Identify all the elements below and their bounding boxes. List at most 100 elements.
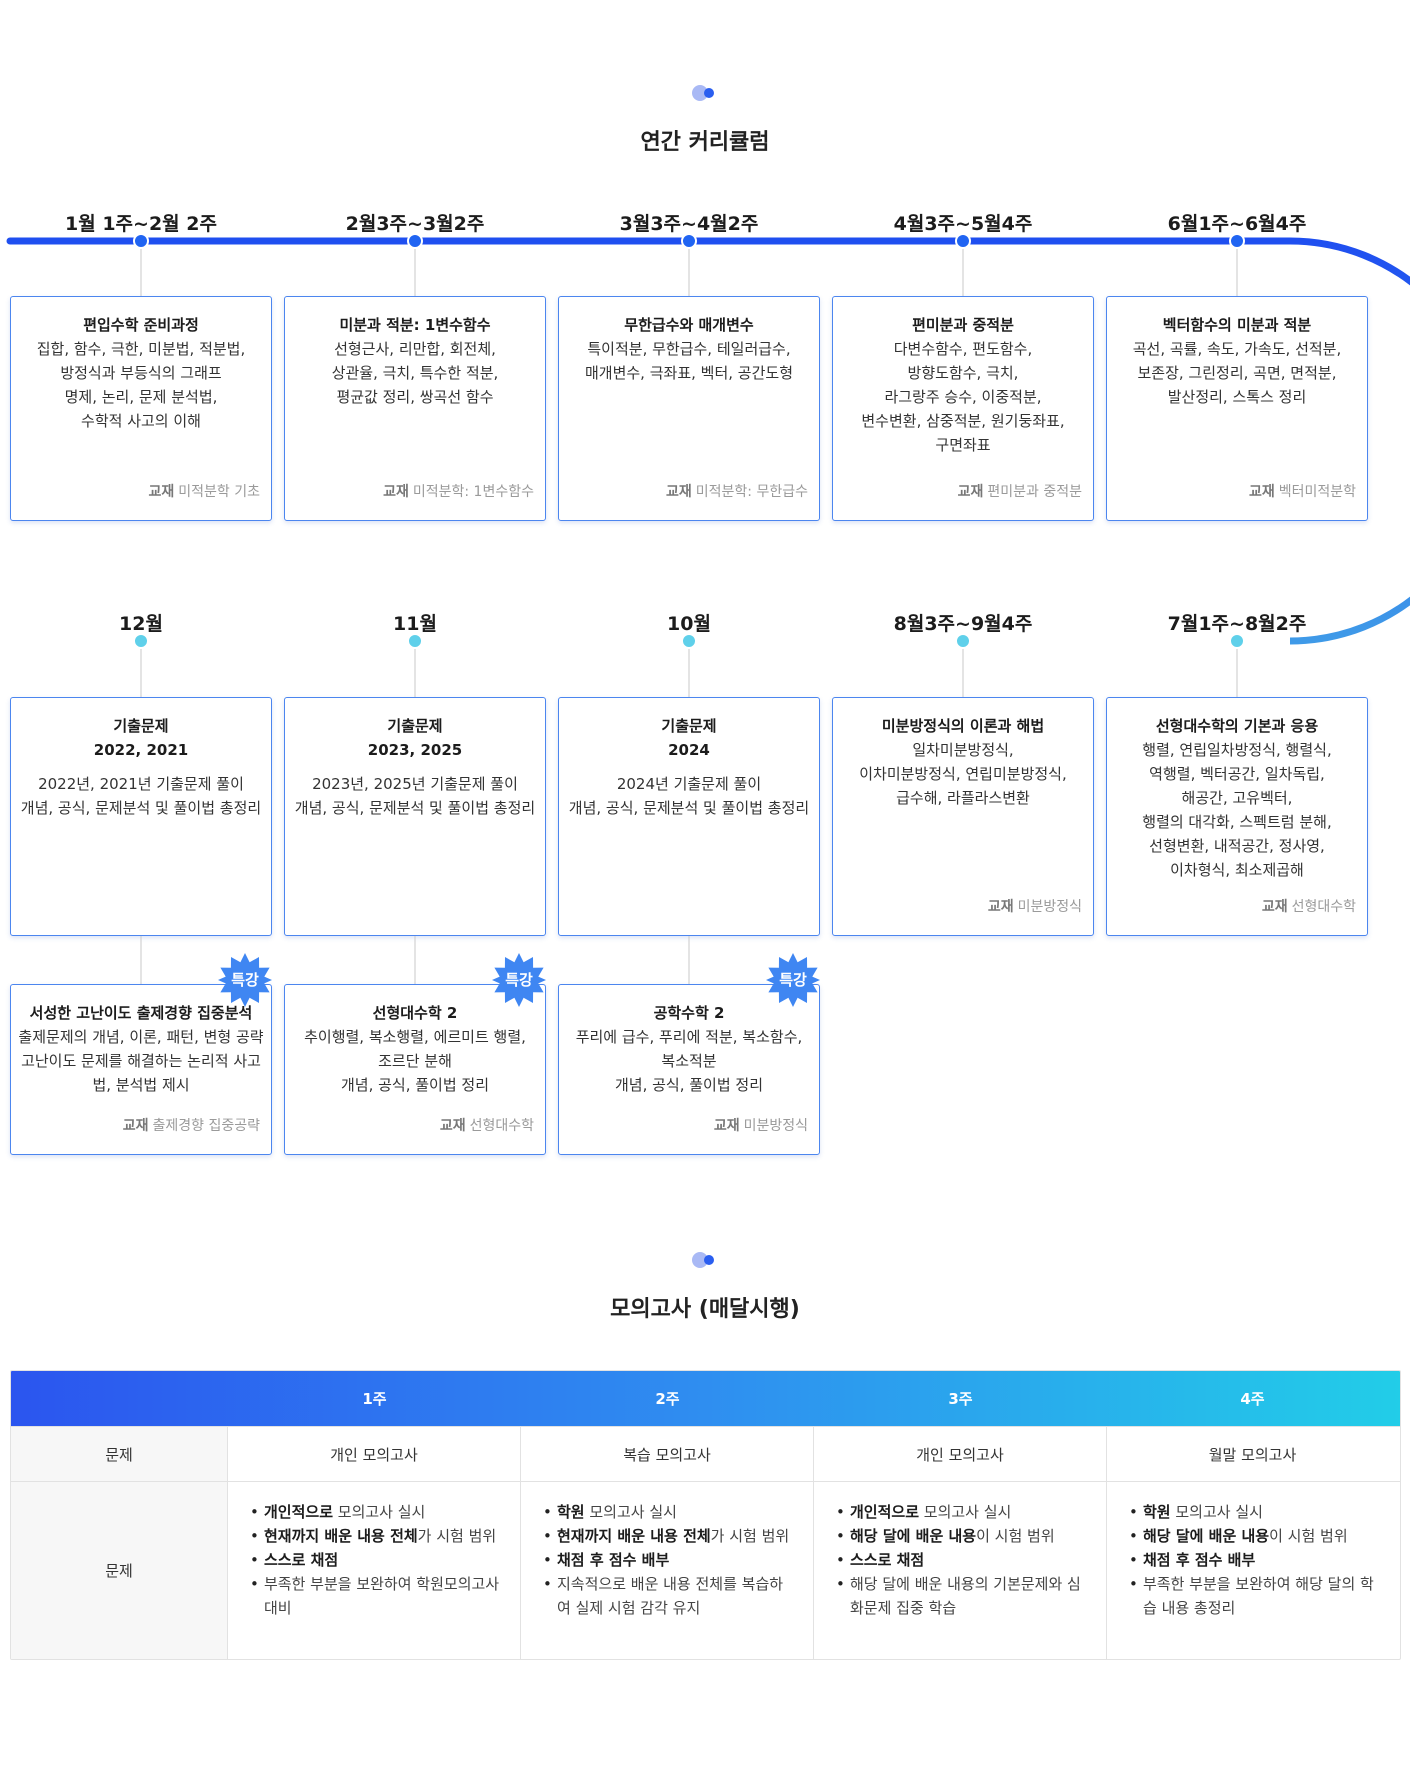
card-title: 무한급수와 매개변수 xyxy=(624,316,754,334)
list-item: 부족한 부분을 보완하여 학원모의고사 대비 xyxy=(248,1572,502,1620)
special-badge-label: 특강 xyxy=(779,971,807,989)
list-item: 해당 달에 배운 내용의 기본문제와 심화문제 집중 학습 xyxy=(834,1572,1088,1620)
mock-exam-table: 1주 2주 3주 4주 문제 개인 모의고사 복습 모의고사 개인 모의고사 월… xyxy=(10,1370,1401,1660)
period-label: 7월1주~8월2주 xyxy=(1167,613,1307,635)
card-body: 집합, 함수, 극한, 미분법, 적분법, 방정식과 부등식의 그래프 명제, … xyxy=(36,340,246,430)
list-item: 채점 후 점수 배부 xyxy=(1127,1548,1380,1572)
card-body: 특이적분, 무한급수, 테일러급수, 매개변수, 극좌표, 벡터, 공간도형 xyxy=(584,340,793,382)
card-body: 푸리에 급수, 푸리에 적분, 복소함수, 복소적분 개념, 공식, 풀이법 정… xyxy=(575,1028,803,1094)
special-lecture-card: 공학수학 2 푸리에 급수, 푸리에 적분, 복소함수, 복소적분 개념, 공식… xyxy=(558,984,820,1155)
card-title: 벡터함수의 미분과 적분 xyxy=(1162,316,1312,334)
card-title: 기출문제 xyxy=(113,717,169,735)
curriculum-card: 벡터함수의 미분과 적분 곡선, 곡률, 속도, 가속도, 선적분, 보존장, … xyxy=(1106,296,1368,521)
special-badge-icon: 특강 xyxy=(217,952,273,1008)
curriculum-card: 미분과 적분: 1변수함수 선형근사, 리만합, 회전체, 상관율, 극치, 특… xyxy=(284,296,546,521)
connector-line xyxy=(962,641,964,697)
timeline-node xyxy=(407,633,423,649)
list-item: 학원 모의고사 실시 xyxy=(1127,1500,1380,1524)
period-label: 3월3주~4월2주 xyxy=(619,213,759,235)
card-body: 일차미분방정식, 이차미분방정식, 연립미분방정식, 급수해, 라플라스변환 xyxy=(859,741,1067,807)
list-item: 현재까지 배운 내용 전체가 시험 범위 xyxy=(248,1524,502,1548)
card-title: 선형대수학의 기본과 응용 xyxy=(1155,717,1319,735)
connector-line xyxy=(414,641,416,697)
card-subtitle: 2022, 2021 xyxy=(93,741,189,759)
period-label: 8월3주~9월4주 xyxy=(893,613,1033,635)
period-label: 12월 xyxy=(119,613,163,635)
card-body: 곡선, 곡률, 속도, 가속도, 선적분, 보존장, 그린정리, 곡면, 면적분… xyxy=(1132,340,1342,406)
list-item: 해당 달에 배운 내용이 시험 범위 xyxy=(1127,1524,1380,1548)
list-item: 부족한 부분을 보완하여 해당 달의 학습 내용 총정리 xyxy=(1127,1572,1380,1620)
timeline-node xyxy=(1229,233,1245,249)
table-row: 문제 개인적으로 모의고사 실시 현재까지 배운 내용 전체가 시험 범위 스스… xyxy=(11,1481,1400,1659)
special-lecture-card: 선형대수학 2 추이행렬, 복소행렬, 에르미트 행렬, 조르단 분해 개념, … xyxy=(284,984,546,1155)
table-cell: 복습 모의고사 xyxy=(521,1427,814,1481)
curriculum-card: 기출문제 2023, 2025 2023년, 2025년 기출문제 풀이 개념,… xyxy=(284,697,546,936)
timeline-node xyxy=(133,633,149,649)
header-week: 2주 xyxy=(655,1390,680,1408)
table-row: 문제 개인 모의고사 복습 모의고사 개인 모의고사 월말 모의고사 xyxy=(11,1426,1400,1481)
connector-line xyxy=(140,936,142,987)
curriculum-card: 기출문제 2022, 2021 2022년, 2021년 기출문제 풀이 개념,… xyxy=(10,697,272,936)
timeline-track xyxy=(6,237,1410,645)
period-label: 1월 1주~2월 2주 xyxy=(65,213,217,235)
card-body: 선형근사, 리만합, 회전체, 상관율, 극치, 특수한 적분, 평균값 정리,… xyxy=(331,340,499,406)
list-item: 채점 후 점수 배부 xyxy=(541,1548,795,1572)
card-title: 미분방정식의 이론과 해법 xyxy=(881,717,1045,735)
card-title: 편입수학 준비과정 xyxy=(83,316,199,334)
card-title: 공학수학 2 xyxy=(653,1004,725,1022)
special-lecture-card: 서성한 고난이도 출제경향 집중분석 출제문제의 개념, 이론, 패턴, 변형 … xyxy=(10,984,272,1155)
list-item: 학원 모의고사 실시 xyxy=(541,1500,795,1524)
row-header: 문제 xyxy=(11,1427,228,1481)
card-subtitle: 2023, 2025 xyxy=(367,741,463,759)
card-subtitle: 2024 xyxy=(668,741,710,759)
timeline-node xyxy=(133,233,149,249)
connector-line xyxy=(1236,641,1238,697)
list-item: 스스로 채점 xyxy=(834,1548,1088,1572)
period-label: 11월 xyxy=(393,613,437,635)
list-item: 개인적으로 모의고사 실시 xyxy=(834,1500,1088,1524)
list-item: 개인적으로 모의고사 실시 xyxy=(248,1500,502,1524)
curriculum-card: 기출문제 2024 2024년 기출문제 풀이 개념, 공식, 문제분석 및 풀… xyxy=(558,697,820,936)
curriculum-card: 편입수학 준비과정 집합, 함수, 극한, 미분법, 적분법, 방정식과 부등식… xyxy=(10,296,272,521)
timeline-node xyxy=(955,633,971,649)
card-body: 행렬, 연립일차방정식, 행렬식, 역행렬, 벡터공간, 일차독립, 해공간, … xyxy=(1142,741,1332,879)
header-week: 4주 xyxy=(1240,1390,1265,1408)
period-label: 10월 xyxy=(667,613,711,635)
connector-line xyxy=(688,936,690,987)
header-week: 3주 xyxy=(948,1390,973,1408)
card-title: 기출문제 xyxy=(661,717,717,735)
curriculum-card: 미분방정식의 이론과 해법 일차미분방정식, 이차미분방정식, 연립미분방정식,… xyxy=(832,697,1094,936)
card-body: 2024년 기출문제 풀이 개념, 공식, 문제분석 및 풀이법 총정리 xyxy=(568,775,810,817)
timeline-node xyxy=(955,233,971,249)
table-cell: 개인적으로 모의고사 실시 해당 달에 배운 내용이 시험 범위 스스로 채점 … xyxy=(814,1482,1107,1659)
card-title: 선형대수학 2 xyxy=(372,1004,458,1022)
list-item: 현재까지 배운 내용 전체가 시험 범위 xyxy=(541,1524,795,1548)
section-dots-icon xyxy=(692,84,718,101)
card-body: 출제문제의 개념, 이론, 패턴, 변형 공략 고난이도 문제를 해결하는 논리… xyxy=(18,1028,264,1094)
period-label: 2월3주~3월2주 xyxy=(345,213,485,235)
period-label: 6월1주~6월4주 xyxy=(1167,213,1307,235)
mock-exam-title: 모의고사 (매달시행) xyxy=(610,1297,800,1322)
card-title: 미분과 적분: 1변수함수 xyxy=(339,316,491,334)
card-body: 2022년, 2021년 기출문제 풀이 개념, 공식, 문제분석 및 풀이법 … xyxy=(20,775,262,817)
curriculum-card: 편미분과 중적분 다변수함수, 편도함수, 방향도함수, 극치, 라그랑주 승수… xyxy=(832,296,1094,521)
card-title: 편미분과 중적분 xyxy=(912,316,1014,334)
connector-line xyxy=(1236,241,1238,296)
period-label: 4월3주~5월4주 xyxy=(893,213,1033,235)
timeline-node xyxy=(1229,633,1245,649)
special-badge-label: 특강 xyxy=(231,971,259,989)
connector-line xyxy=(140,241,142,296)
section-dots-icon xyxy=(692,1251,718,1268)
table-cell: 개인 모의고사 xyxy=(814,1427,1107,1481)
card-title: 서성한 고난이도 출제경향 집중분석 xyxy=(29,1004,253,1022)
card-title: 기출문제 xyxy=(387,717,443,735)
connector-line xyxy=(414,936,416,987)
